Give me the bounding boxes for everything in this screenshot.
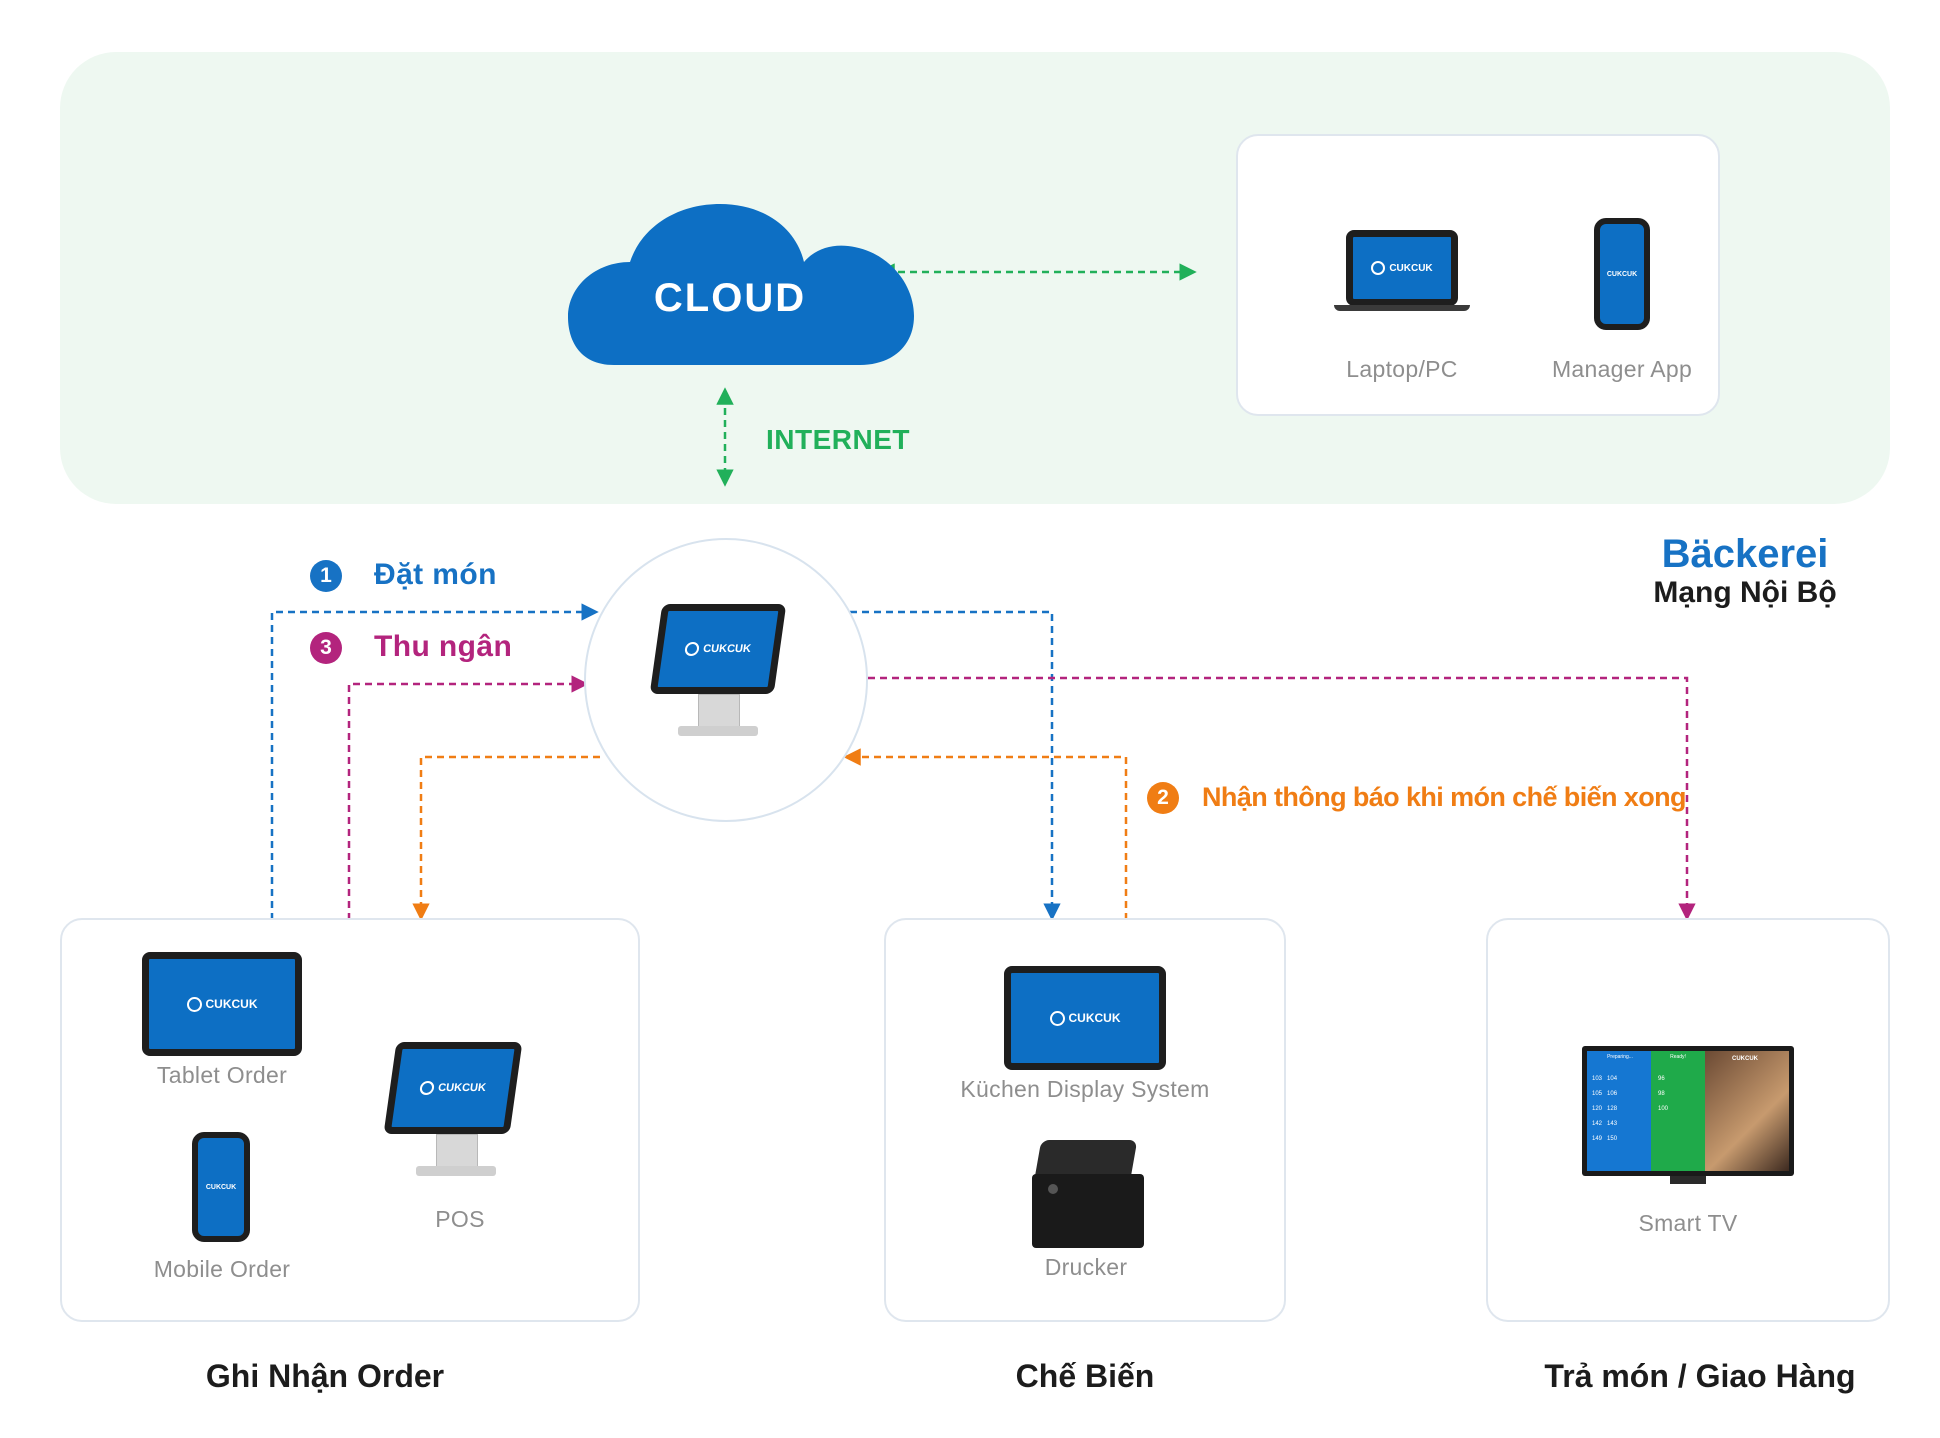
kitchen-group-title: Chế Biến — [1015, 1358, 1155, 1394]
hub-pos-terminal-icon: CUKCUK — [648, 604, 798, 746]
manager-phone-icon: CUKCUK — [1594, 218, 1650, 330]
laptop-label: Laptop/PC — [1346, 356, 1458, 382]
cloud-label: CLOUD — [653, 276, 807, 320]
pos-terminal-icon: CUKCUK — [380, 1042, 540, 1182]
tablet-order-screen-logo: CUKCUK — [205, 997, 258, 1011]
laptop-base — [1334, 305, 1470, 311]
receipt-printer-icon — [1030, 1136, 1150, 1252]
manager-app-label: Manager App — [1551, 356, 1693, 382]
cashier-flow-tv — [868, 676, 1696, 921]
order-group-title: Ghi Nhận Order — [205, 1358, 445, 1394]
cloud-icon — [568, 204, 914, 365]
internet-label: INTERNET — [766, 424, 910, 455]
network-subtitle: Mạng Nội Bộ — [1653, 576, 1837, 609]
kitchen-display-screen-logo: CUKCUK — [1068, 1011, 1121, 1025]
network-title: Bäckerei — [1661, 532, 1829, 576]
tv-stand — [1670, 1176, 1706, 1184]
pos-label: POS — [435, 1206, 485, 1232]
smart-tv-icon: Preparing... Ready! 103 104 105 106 120 … — [1582, 1046, 1794, 1176]
smart-tv-label: Smart TV — [1638, 1210, 1738, 1236]
tv-preparing-list: 103 104 105 106 120 128 142 143 149 150 — [1592, 1076, 1618, 1142]
delivery-group-panel — [1486, 918, 1890, 1322]
cashier-flow-in — [347, 675, 589, 920]
step-3-badge: 3 — [310, 632, 342, 664]
tv-logo: CUKCUK — [1732, 1056, 1758, 1062]
step-3-label: Thu ngân — [374, 630, 513, 663]
laptop-screen-logo: CUKCUK — [1389, 262, 1433, 274]
notify-flow-out — [412, 755, 600, 921]
mobile-order-screen-logo: CUKCUK — [205, 1183, 237, 1191]
tv-ready-list: 96 98 100 — [1658, 1076, 1669, 1112]
tv-col-preparing: Preparing... — [1607, 1054, 1633, 1060]
order-flow-kitchen — [850, 610, 1061, 921]
pos-screen-logo: CUKCUK — [437, 1082, 487, 1094]
hub-screen-logo: CUKCUK — [702, 643, 752, 655]
step-2-badge: 2 — [1147, 782, 1179, 814]
mobile-order-icon: CUKCUK — [192, 1132, 250, 1242]
step-1-label: Đặt món — [374, 558, 497, 591]
step-2-label: Nhận thông báo khi món chế biến xong — [1202, 782, 1687, 812]
notify-flow-in — [843, 748, 1128, 920]
mobile-order-label: Mobile Order — [153, 1256, 291, 1282]
laptop-icon: CUKCUK — [1346, 230, 1458, 306]
printer-label: Drucker — [1044, 1254, 1128, 1280]
kitchen-display-icon: CUKCUK — [1004, 966, 1166, 1070]
tv-col-ready: Ready! — [1670, 1054, 1686, 1060]
tablet-order-icon: CUKCUK — [142, 952, 302, 1056]
kitchen-display-label: Küchen Display System — [960, 1076, 1210, 1102]
manager-phone-screen-logo: CUKCUK — [1606, 270, 1638, 278]
step-1-badge: 1 — [310, 560, 342, 592]
delivery-group-title: Trả món / Giao Hàng — [1544, 1358, 1856, 1394]
order-flow-in — [270, 603, 599, 920]
tablet-order-label: Tablet Order — [156, 1062, 288, 1088]
